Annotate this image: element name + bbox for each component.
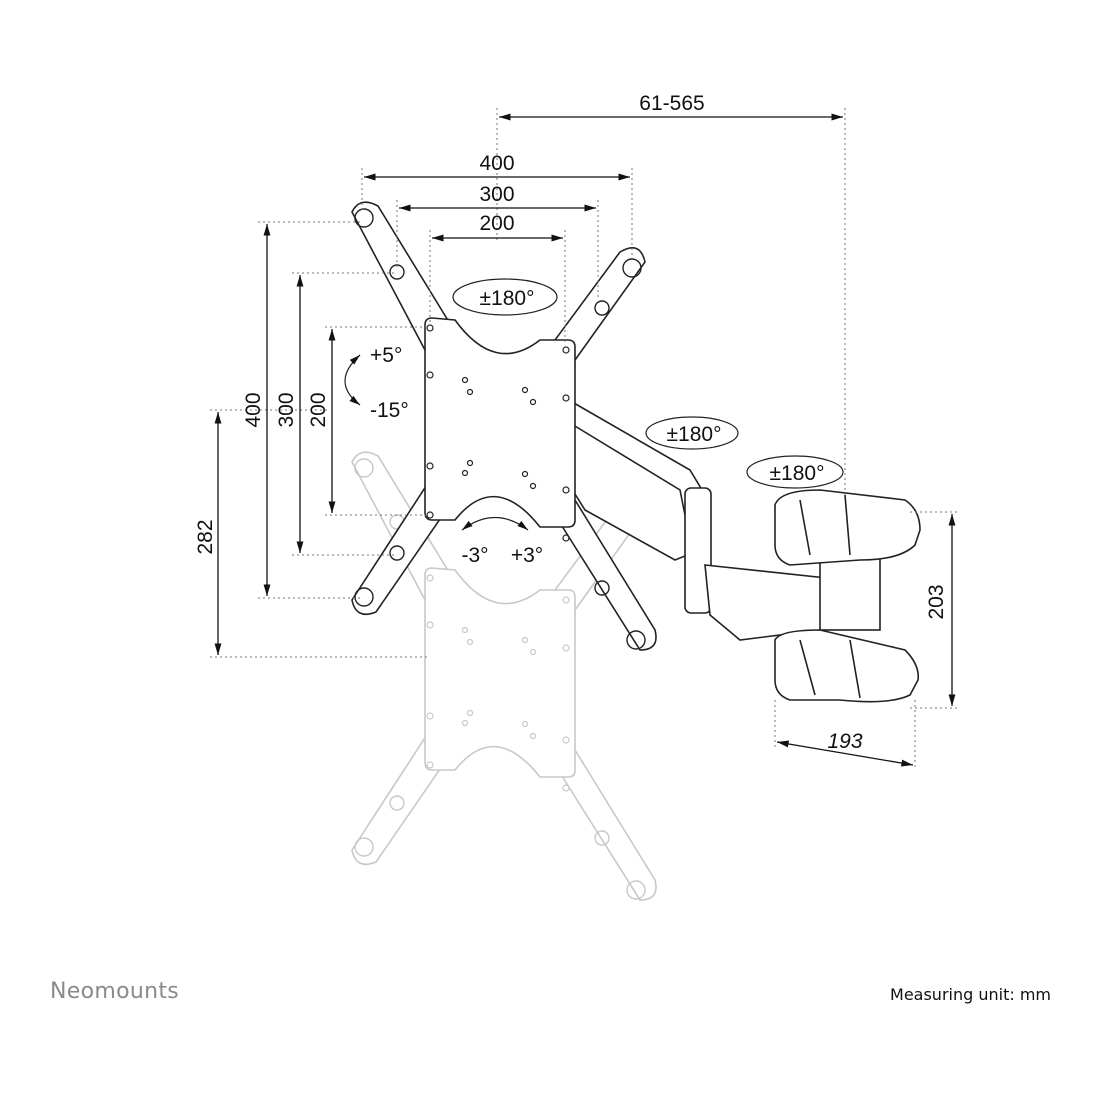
wall-plate-width-label: 193 [827, 730, 862, 753]
rotation-arcs [344, 278, 844, 531]
tilt-down-label: -15° [370, 399, 409, 422]
vesa-width-300-label: 300 [479, 183, 514, 206]
wall-plate [774, 489, 921, 703]
arm-rotation-label-1: ±180° [667, 423, 722, 446]
wall-plate-height-label: 203 [925, 584, 948, 619]
vesa-width-400-label: 400 [479, 152, 514, 175]
measuring-unit-note: Measuring unit: mm [890, 985, 1051, 1004]
height-offset-label: 282 [194, 519, 217, 554]
brand-logo: Neomounts [50, 979, 180, 1004]
vesa-width-200-label: 200 [479, 212, 514, 235]
arm-reach-label: 61-565 [639, 92, 704, 115]
vesa-height-400-label: 400 [242, 392, 265, 427]
vesa-height-300-label: 300 [275, 392, 298, 427]
plate-rotation-label: ±180° [480, 287, 535, 310]
level-left-label: -3° [461, 544, 488, 567]
swing-arm [559, 393, 881, 641]
tilt-up-label: +5° [370, 344, 402, 367]
arm-rotation-label-2: ±180° [770, 462, 825, 485]
dimension-arrows [214, 113, 956, 767]
level-right-label: +3° [511, 544, 543, 567]
vesa-height-200-label: 200 [307, 392, 330, 427]
extension-lines [210, 108, 960, 770]
